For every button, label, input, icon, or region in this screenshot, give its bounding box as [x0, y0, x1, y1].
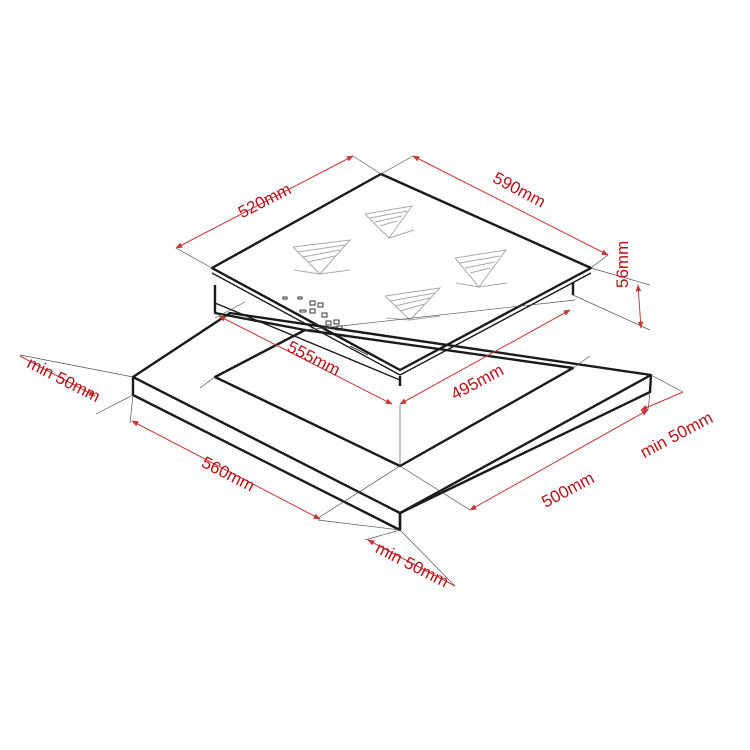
control-key [325, 320, 332, 326]
label-clearance-right: min 50mm [637, 408, 716, 462]
control-key [299, 309, 307, 313]
control-key [282, 296, 288, 300]
dim-line-555 [218, 315, 393, 405]
control-key [321, 312, 328, 318]
cooking-zone-front [384, 287, 442, 321]
label-clearance-front: min 50mm [372, 538, 451, 591]
label-hob-depth: 520mm [235, 179, 294, 222]
dim-line-min-left [19, 355, 96, 397]
cooking-zone-rear [364, 205, 415, 239]
label-hob-height: 56mm [613, 241, 632, 288]
label-clearance-left: min 50mm [24, 353, 103, 406]
hob-glass-edge-right [399, 272, 592, 376]
dim-line-500 [469, 409, 649, 511]
dim-line-495 [399, 309, 571, 405]
dim-line-56 [635, 284, 644, 329]
cooking-zone-left [292, 239, 352, 275]
dimension-labels: 520mm 590mm 56mm 555mm 495mm 560mm 500mm… [24, 168, 716, 591]
cooking-zone-right [454, 249, 508, 288]
dimension-lines [19, 155, 684, 587]
label-hob-width: 590mm [490, 168, 549, 211]
control-key [333, 319, 340, 325]
label-counter-depth: 500mm [538, 468, 597, 511]
dim-line-min-front [367, 539, 456, 587]
extension-lines [19, 155, 684, 587]
hob-glass-thickness [214, 302, 401, 381]
control-key [309, 300, 316, 306]
dim-line-520 [175, 155, 354, 249]
dim-line-590 [412, 155, 609, 256]
control-key [297, 296, 303, 300]
label-cutout-depth: 495mm [448, 360, 507, 403]
control-key [317, 302, 324, 308]
dim-line-min-right [640, 391, 684, 411]
label-counter-width: 560mm [199, 453, 258, 496]
control-key [309, 308, 316, 314]
dim-line-560 [131, 420, 321, 520]
